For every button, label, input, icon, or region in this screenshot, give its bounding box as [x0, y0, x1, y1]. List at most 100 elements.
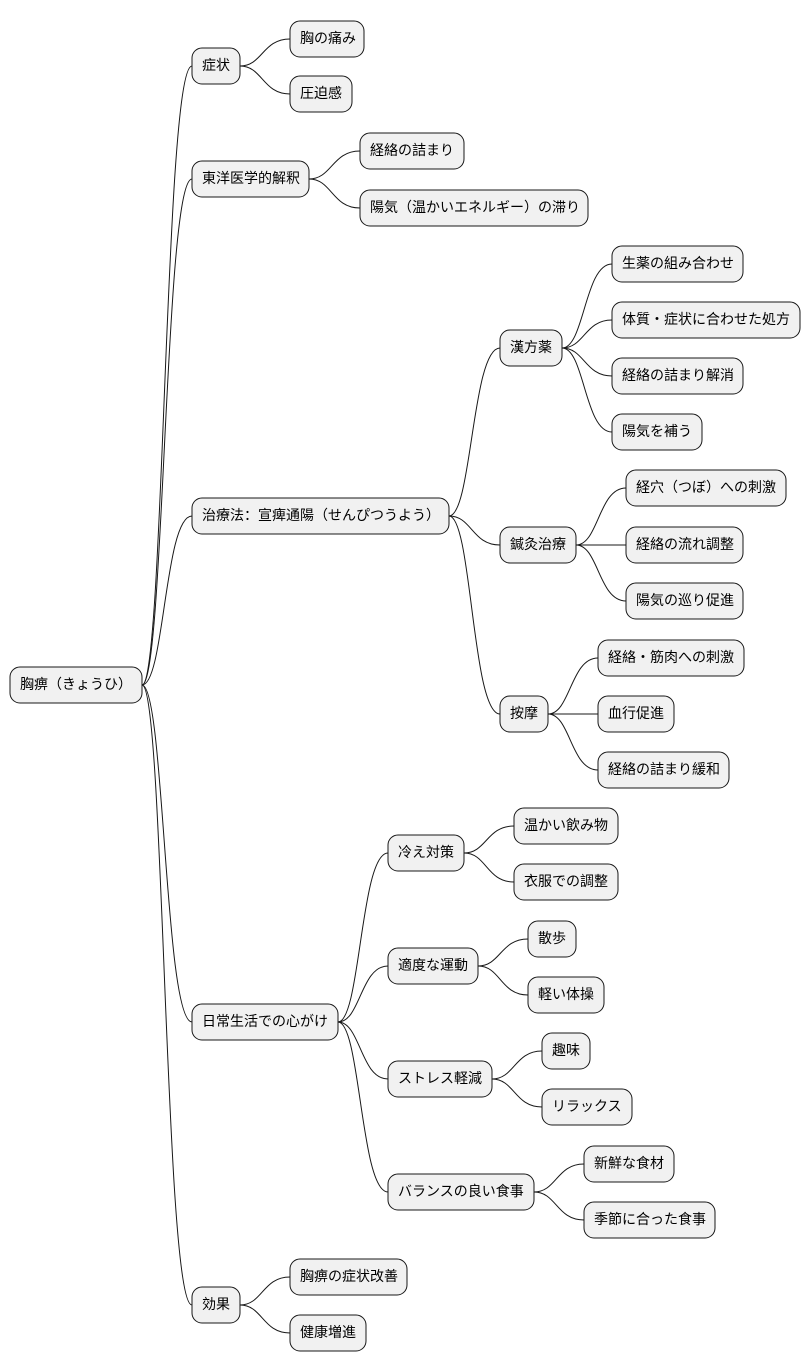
topic-node-level-3: 経絡の詰まり解消 — [611, 357, 744, 395]
node-box — [625, 526, 744, 564]
connector-line — [141, 65, 193, 686]
node-label: 散歩 — [538, 931, 566, 947]
node-box — [191, 497, 450, 535]
connector-line — [491, 1050, 543, 1080]
node-label: 冷え対策 — [398, 844, 454, 861]
topic-node-level-2: バランスの良い食事 — [387, 1173, 535, 1211]
topic-node-level-2: 胸痹の症状改善 — [289, 1258, 408, 1296]
node-box — [597, 639, 745, 677]
topic-node-level-3: 生薬の組み合わせ — [611, 245, 744, 283]
topic-node-level-3: 軽い体操 — [527, 976, 605, 1014]
node-label: 経絡の詰まり緩和 — [608, 762, 720, 778]
connector-line — [561, 263, 613, 349]
topic-node-level-3: 経穴（つぼ）への刺激 — [625, 469, 787, 507]
node-label: 生薬の組み合わせ — [622, 256, 734, 272]
node-box — [541, 1088, 633, 1126]
node-label: 胸の痛み — [300, 30, 356, 47]
node-label: 圧迫感 — [300, 85, 342, 102]
topic-node-level-3: 陽気の巡り促進 — [625, 582, 744, 620]
node-box — [289, 1258, 408, 1296]
connector-line — [239, 65, 291, 95]
connector-line — [308, 178, 361, 209]
node-box — [527, 920, 577, 958]
node-box — [289, 75, 353, 113]
node-label: 効果 — [202, 1297, 230, 1313]
node-label: 陽気を補う — [622, 424, 692, 440]
node-label: 経絡の詰まり解消 — [622, 368, 734, 384]
topic-node-level-3: 散歩 — [527, 920, 577, 958]
node-label: 適度な運動 — [398, 957, 468, 974]
connector-line — [533, 1191, 585, 1221]
topic-node-level-3: 体質・症状に合わせた処方 — [611, 301, 801, 339]
node-box — [513, 807, 619, 845]
node-box — [611, 301, 801, 339]
node-label: 温かい飲み物 — [524, 818, 608, 834]
connector-line — [448, 515, 501, 546]
topic-node-level-3: 経絡の詰まり緩和 — [597, 751, 730, 789]
node-box — [387, 1060, 493, 1098]
topic-node-level-3: 経絡の流れ調整 — [625, 526, 744, 564]
node-label: バランスの良い食事 — [398, 1183, 524, 1200]
node-label: 体質・症状に合わせた処方 — [622, 312, 790, 328]
topic-node-level-2: 胸の痛み — [289, 20, 365, 58]
node-box — [611, 413, 703, 451]
node-label: 東洋医学的解釈 — [202, 171, 300, 187]
root-node: 胸痹（きょうひ） — [9, 666, 143, 704]
topic-node-level-3: 温かい飲み物 — [513, 807, 619, 845]
node-label: 治療法：宣痺通陽（せんぴつうよう） — [202, 507, 440, 524]
topic-node-level-2: 漢方薬 — [499, 329, 563, 367]
node-box — [387, 834, 465, 872]
topic-node-level-3: リラックス — [541, 1088, 633, 1126]
topic-node-level-1: 日常生活での心がけ — [191, 1003, 339, 1041]
node-label: 胸痹（きょうひ） — [20, 677, 132, 693]
connector-line — [448, 347, 501, 517]
topic-node-level-3: 血行促進 — [597, 695, 675, 733]
connector-line — [575, 544, 627, 602]
node-box — [289, 20, 365, 58]
connector-line — [141, 178, 193, 686]
node-label: 衣服での調整 — [524, 874, 608, 890]
topic-node-level-1: 症状 — [191, 47, 241, 85]
topic-node-level-3: 衣服での調整 — [513, 863, 619, 901]
connector-line — [448, 515, 501, 715]
connector-line — [561, 347, 613, 433]
node-label: 新鮮な食材 — [594, 1155, 664, 1172]
node-box — [625, 582, 744, 620]
node-box — [499, 329, 563, 367]
node-box — [387, 947, 479, 985]
node-label: ストレス軽減 — [398, 1070, 482, 1087]
topic-node-level-3: 陽気を補う — [611, 413, 703, 451]
node-box — [387, 1173, 535, 1211]
topic-node-level-3: 経絡・筋肉への刺激 — [597, 639, 745, 677]
topic-node-level-2: 按摩 — [499, 695, 549, 733]
topic-node-level-3: 趣味 — [541, 1032, 591, 1070]
node-box — [625, 469, 787, 507]
node-box — [191, 1003, 339, 1041]
connector-line — [141, 684, 193, 1306]
node-label: 按摩 — [510, 705, 538, 722]
node-box — [9, 666, 143, 704]
connector-line — [561, 319, 613, 349]
node-label: 趣味 — [552, 1043, 580, 1059]
connector-line — [239, 1276, 291, 1306]
node-label: 血行促進 — [608, 706, 664, 722]
mindmap-nodes: 胸痹（きょうひ）症状胸の痛み圧迫感東洋医学的解釈経絡の詰まり陽気（温かいエネルギ… — [9, 20, 801, 1352]
node-label: 胸痹の症状改善 — [300, 1269, 398, 1285]
connector-line — [337, 1021, 389, 1080]
connector-line — [561, 347, 613, 377]
node-label: 経絡の詰まり — [370, 143, 454, 159]
node-label: 軽い体操 — [538, 987, 594, 1003]
node-box — [289, 1314, 367, 1352]
topic-node-level-2: 健康増進 — [289, 1314, 367, 1352]
connector-line — [463, 852, 515, 883]
connector-line — [141, 684, 193, 1023]
node-label: 健康増進 — [300, 1324, 356, 1341]
topic-node-level-3: 新鮮な食材 — [583, 1145, 675, 1183]
connector-line — [239, 38, 291, 67]
topic-node-level-2: 経絡の詰まり — [359, 132, 465, 170]
connector-line — [239, 1304, 291, 1334]
node-box — [527, 976, 605, 1014]
node-box — [359, 189, 589, 227]
node-box — [499, 695, 549, 733]
